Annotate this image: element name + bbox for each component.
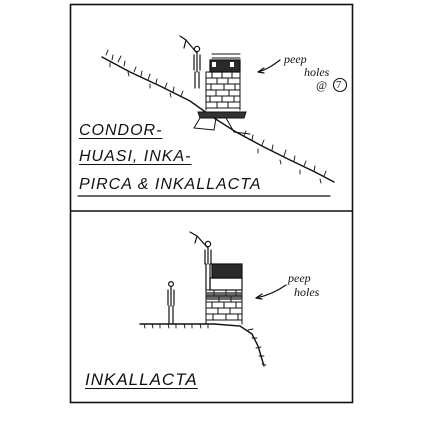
bottom-figure-on-wall bbox=[189, 231, 212, 291]
top-annotation-line-3: @ bbox=[316, 78, 328, 92]
bottom-caption: INKALLACTA bbox=[85, 370, 198, 389]
bottom-annotation-line-1: peep bbox=[288, 271, 311, 285]
circled-number-ring bbox=[332, 77, 348, 93]
top-peep-arrowhead bbox=[257, 67, 265, 74]
top-caption-line-1: CONDOR- bbox=[79, 122, 163, 139]
bottom-peep-arrowhead bbox=[255, 293, 263, 300]
top-caption-line-3: PIRCA & INKALLACTA bbox=[79, 176, 262, 193]
bottom-grass-hatching bbox=[143, 323, 267, 366]
top-grass-hatching bbox=[105, 49, 327, 184]
top-wall-rubble bbox=[193, 71, 251, 135]
top-caption-line-2: HUASI, INKA- bbox=[79, 148, 192, 165]
top-panel-drawing bbox=[77, 35, 348, 197]
top-annotation-line-1: peep bbox=[284, 52, 307, 66]
bottom-ground bbox=[139, 323, 265, 367]
bottom-panel-drawing bbox=[139, 231, 287, 367]
top-peep-arrow bbox=[257, 59, 281, 73]
top-hillside bbox=[101, 56, 335, 183]
outer-frame bbox=[69, 3, 354, 404]
bottom-annotation-line-2: holes bbox=[294, 285, 320, 299]
circled-number: 7 bbox=[336, 79, 342, 91]
top-figure bbox=[179, 35, 201, 89]
top-wall-upper bbox=[209, 53, 241, 73]
bottom-peep-arrow bbox=[255, 284, 287, 299]
bottom-wall bbox=[205, 263, 243, 325]
bottom-figure-on-ground bbox=[167, 281, 175, 324]
top-annotation-line-2: holes bbox=[304, 65, 330, 79]
